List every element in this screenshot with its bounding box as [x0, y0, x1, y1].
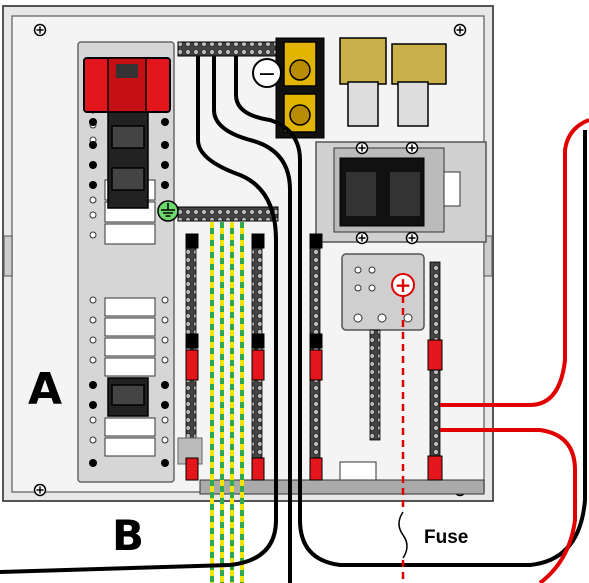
ground-icon: [157, 200, 179, 222]
ground-busbar: [177, 206, 279, 222]
negative-busbar: [177, 41, 281, 57]
right-hinge: [483, 235, 493, 277]
backplate-screws: [89, 118, 169, 467]
phillips-screw-icon: [33, 483, 47, 497]
positive-wires: [440, 118, 589, 583]
brass-fuse-holder: [339, 37, 447, 127]
phillips-screw-icon: [405, 231, 419, 245]
plus-icon: +: [391, 273, 415, 297]
fuse-icon: [394, 511, 412, 559]
breaker-black-lower: [107, 377, 149, 417]
phillips-screw-icon: [355, 231, 369, 245]
connectors-red: [185, 339, 443, 481]
phillips-screw-icon: [33, 23, 47, 37]
phillips-screw-icon: [355, 141, 369, 155]
connectors-black: [185, 233, 323, 349]
phillips-screw-icon: [405, 141, 419, 155]
breaker-black-upper: [107, 111, 149, 209]
phillips-screw-icon: [453, 23, 467, 37]
svg-text:−: −: [258, 62, 276, 87]
svg-text:+: +: [395, 273, 412, 297]
section-label-a: A: [28, 364, 63, 415]
minus-icon: −: [252, 58, 282, 88]
fuse-label: Fuse: [424, 527, 469, 548]
section-label-b: B: [112, 511, 145, 560]
left-hinge: [3, 235, 13, 277]
ground-wires: [210, 222, 244, 583]
